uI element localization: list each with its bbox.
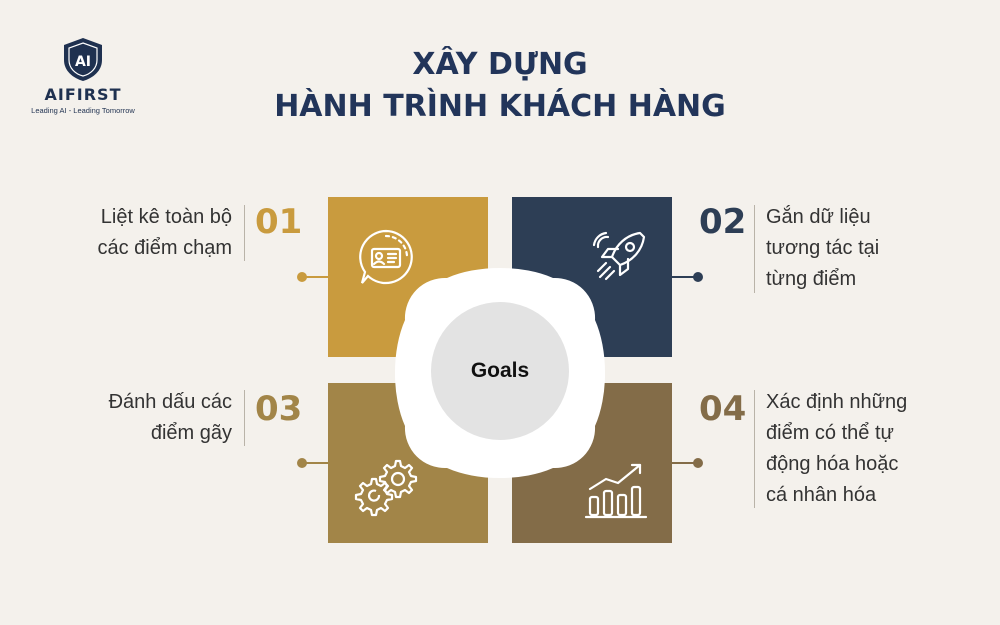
growth-chart-icon [584,463,648,519]
step-2-line: tương tác tại [766,237,880,259]
step-2-number: 02 [699,202,747,242]
id-card-chat-icon [359,229,413,285]
title-line-1: XÂY DỰNG [412,47,588,82]
connector-1 [302,276,328,278]
step-2-line: từng điểm [766,268,857,290]
connector-dot-2 [693,272,703,282]
connector-dot-1 [297,272,307,282]
rocket-icon [592,231,646,281]
step-4-line: cá nhân hóa [766,484,877,506]
step-3-divider [244,390,245,446]
step-4-divider [754,390,755,508]
step-4-number: 04 [699,389,747,429]
step-4-line: động hóa hoặc [766,453,899,475]
step-2-line: Gắn dữ liệu [766,206,871,228]
step-1-number: 01 [255,202,303,242]
step-4-description: Xác định những điểm có thể tự động hóa h… [766,387,907,511]
step-2-divider [754,205,755,293]
step-3-line: điểm gãy [150,422,232,444]
brand-tagline: Leading AI - Leading Tomorrow [31,106,135,115]
brand-name: AIFIRST [44,85,122,104]
connector-2 [672,276,698,278]
connector-3 [302,462,328,464]
connector-dot-3 [297,458,307,468]
gears-icon [354,459,418,517]
step-1-divider [244,205,245,261]
step-1-line: Liệt kê toàn bộ [100,206,232,228]
step-1-line: các điểm chạm [97,237,233,259]
step-2-description: Gắn dữ liệu tương tác tại từng điểm [766,202,879,295]
step-4-line: điểm có thể tự [766,422,894,444]
connector-dot-4 [693,458,703,468]
step-4-line: Xác định những [766,391,908,413]
shield-logo-icon: AI [64,38,102,81]
title-line-2: HÀNH TRÌNH KHÁCH HÀNG [274,89,726,124]
brand-logo: AI AIFIRST Leading AI - Leading Tomorrow [28,36,138,115]
step-3-number: 03 [255,389,303,429]
connector-4 [672,462,698,464]
goals-circle: Goals [431,302,569,440]
page-title: XÂY DỰNG HÀNH TRÌNH KHÁCH HÀNG [0,44,1000,128]
step-3-line: Đánh dấu các [108,391,232,413]
step-3-description: Đánh dấu các điểm gãy [109,387,232,449]
logo-mark: AI [75,54,91,70]
step-1-description: Liệt kê toàn bộ các điểm chạm [98,202,233,264]
